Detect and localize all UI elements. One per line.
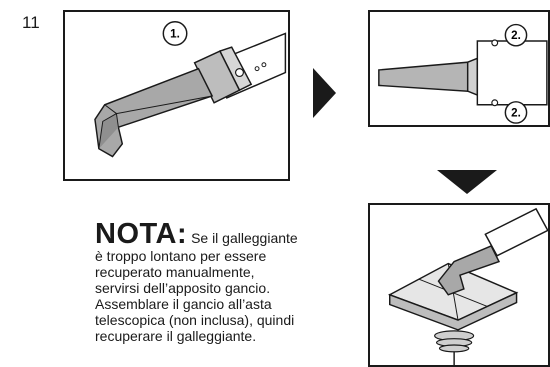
callout-2-top: 2. (511, 30, 521, 42)
note-line-3: recuperato manualmente, (95, 264, 255, 280)
float-retrieval-drawing (387, 207, 548, 365)
step-number: 11 (22, 13, 40, 32)
hook-pole-drawing: 1. (94, 21, 287, 158)
arrow-right-icon (313, 68, 336, 118)
illustration-attach-hook: 1. (63, 10, 290, 181)
pole-end-drawing: 2. 2. (378, 23, 548, 124)
note-line-5: Assemblare il gancio all’asta (95, 296, 272, 312)
note-line-7: recuperare il galleggiante. (95, 328, 257, 344)
arrow-down-icon (437, 170, 497, 194)
note-line-4: servirsi dell’apposito gancio. (95, 280, 271, 296)
callout-1: 1. (170, 27, 180, 40)
note-line-6: telescopica (non inclusa), quindi (95, 312, 295, 328)
note-line-2: è troppo lontano per essere (95, 248, 267, 264)
illustration-pole-end: 2. 2. (368, 10, 550, 127)
note-text-block: NOTA: Se il galleggiante è troppo lontan… (95, 218, 345, 345)
note-title: NOTA: (95, 218, 188, 250)
illustration-retrieve-float (368, 203, 550, 367)
callout-2-bottom: 2. (511, 107, 521, 119)
note-line-1: Se il galleggiante (191, 230, 298, 246)
